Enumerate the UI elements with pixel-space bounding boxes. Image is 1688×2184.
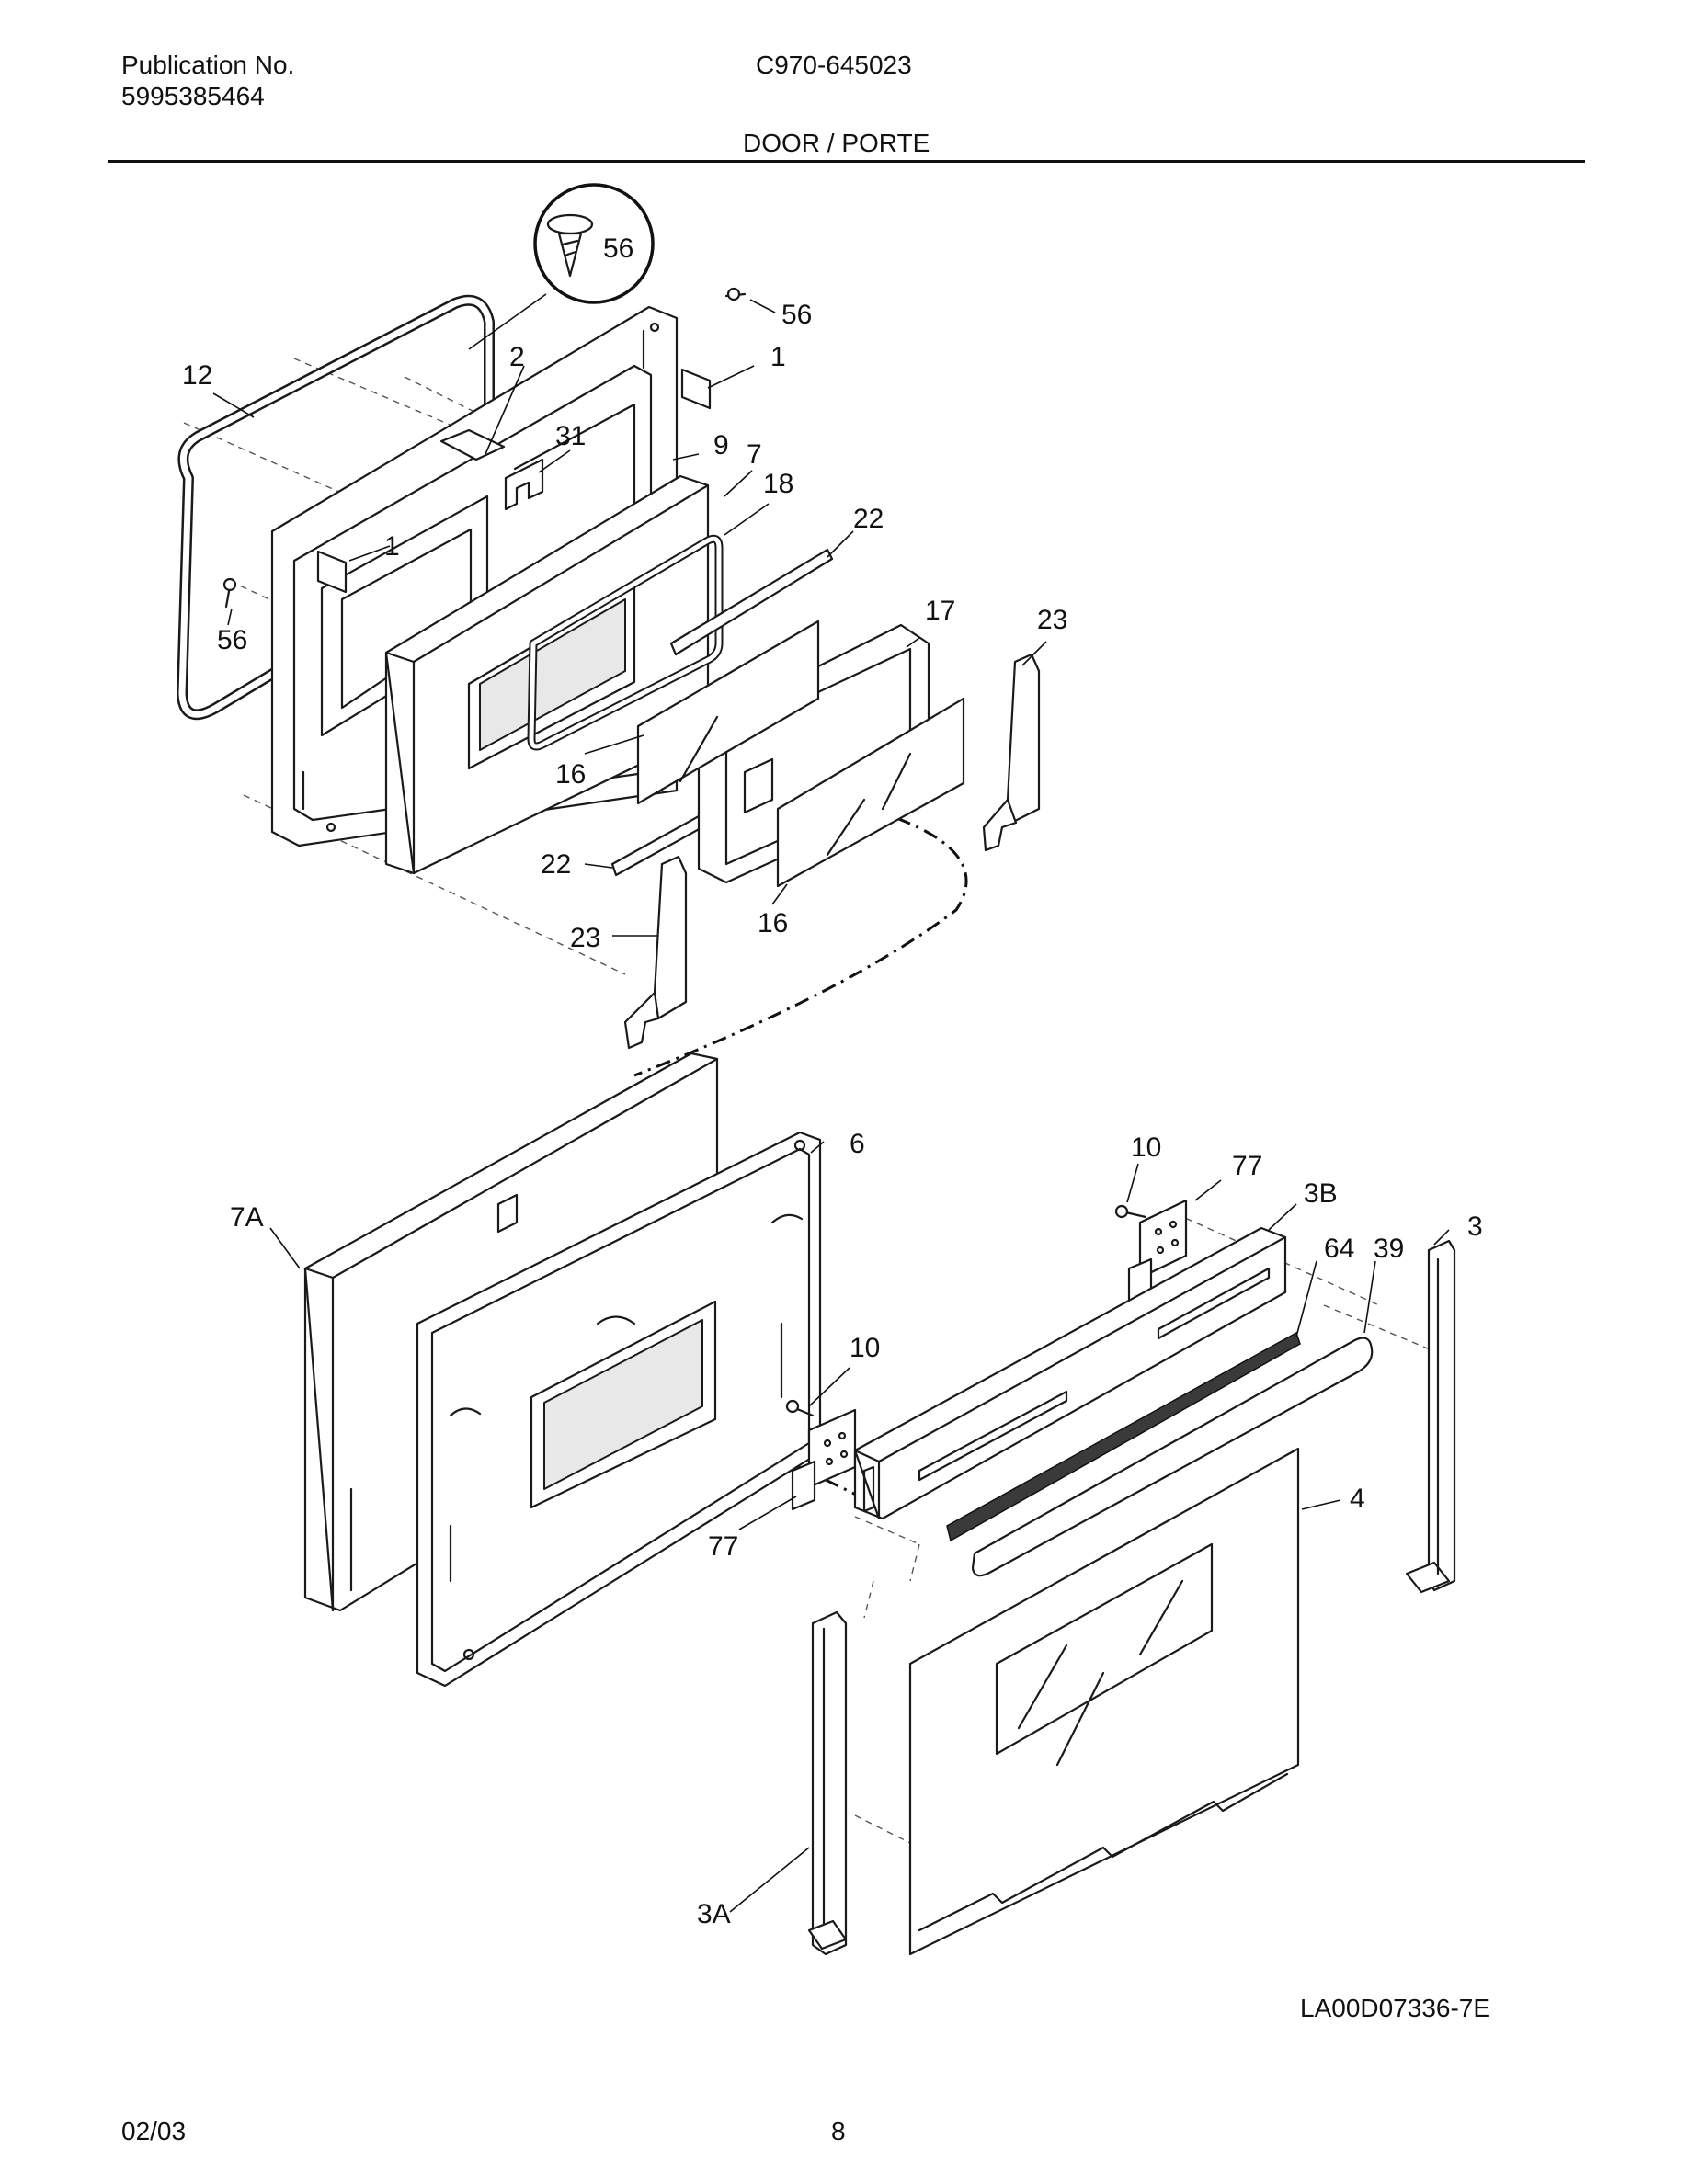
alignment-path-glass: [633, 816, 968, 1077]
callout-16-bottom: 16: [758, 908, 788, 938]
model-number: C970-645023: [756, 51, 912, 79]
header-rule: [108, 160, 1585, 163]
callout-18: 18: [763, 469, 793, 499]
callout-1-top: 1: [770, 342, 786, 372]
part-22-rail-bottom: [610, 814, 704, 877]
callout-56-top: 56: [781, 300, 812, 330]
drawing-code: LA00D07336-7E: [1300, 1994, 1491, 2022]
callout-labels: 56 56 1 12 2 31 9 7 18 1 22 17 23 56 16 …: [182, 233, 1483, 1929]
part-56-screw-left: [222, 577, 237, 609]
callout-1-mid: 1: [384, 531, 400, 562]
part-3B-top-channel: [853, 1226, 1287, 1520]
part-16-glass-right: [776, 697, 965, 888]
callout-3A: 3A: [697, 1899, 731, 1929]
section-title: DOOR / PORTE: [743, 129, 930, 157]
publication-number: 5995385464: [121, 82, 265, 110]
callout-56-detail: 56: [603, 233, 633, 264]
callout-7: 7: [747, 439, 762, 470]
part-6-door-frame: [416, 1131, 822, 1688]
callout-6: 6: [850, 1129, 865, 1159]
callout-9: 9: [713, 430, 729, 461]
part-2-plate: [439, 428, 506, 461]
callout-17: 17: [925, 596, 955, 626]
part-77-plate-bottom: [791, 1408, 857, 1511]
part-1-bracket-mid: [316, 550, 348, 594]
callout-7A: 7A: [230, 1202, 264, 1233]
part-56-screw-top: [724, 287, 747, 301]
publication-label: Publication No.: [121, 51, 295, 79]
callout-10-top: 10: [1131, 1132, 1161, 1163]
callout-12: 12: [182, 360, 212, 391]
callout-39: 39: [1374, 1234, 1404, 1264]
part-23-hinge-left: [623, 855, 688, 1050]
part-39-handle: [971, 1337, 1374, 1577]
part-23-hinge-right: [982, 653, 1041, 852]
callout-23-right: 23: [1037, 605, 1067, 635]
alignment-path-lower: [578, 1359, 884, 1509]
part-1-bracket-top: [680, 368, 712, 410]
part-3-side-trim: [1405, 1239, 1456, 1594]
callout-23-left: 23: [570, 923, 600, 953]
callout-16-left: 16: [555, 759, 586, 790]
part-4-outer-panel: [908, 1447, 1300, 1956]
callout-22-top: 22: [853, 504, 884, 534]
part-3A-side-trim: [807, 1610, 848, 1956]
callout-2: 2: [509, 342, 525, 372]
callout-77-bottom: 77: [708, 1531, 738, 1562]
callout-3: 3: [1467, 1211, 1483, 1242]
callout-56-left: 56: [217, 625, 247, 655]
part-77-plate-top: [1127, 1199, 1188, 1307]
leader-lines: [212, 299, 1450, 1913]
callout-3B: 3B: [1304, 1178, 1338, 1209]
page-number: 8: [831, 2117, 846, 2145]
callout-4: 4: [1350, 1484, 1365, 1514]
part-16-glass-left: [636, 620, 820, 805]
callout-31: 31: [555, 421, 586, 451]
callout-77-top: 77: [1232, 1151, 1262, 1181]
callout-22-bottom: 22: [541, 849, 571, 880]
part-22-rail-top: [669, 548, 834, 656]
part-56-detail-circle: [468, 183, 655, 350]
callout-10-mid: 10: [850, 1333, 880, 1363]
footer-date: 02/03: [121, 2117, 187, 2145]
part-64-seal-strip: [946, 1331, 1301, 1542]
part-7-insulation: [384, 474, 710, 875]
part-10-screw-mid: [785, 1399, 815, 1417]
part-10-screw-top: [1114, 1204, 1147, 1219]
callout-64: 64: [1324, 1234, 1354, 1264]
